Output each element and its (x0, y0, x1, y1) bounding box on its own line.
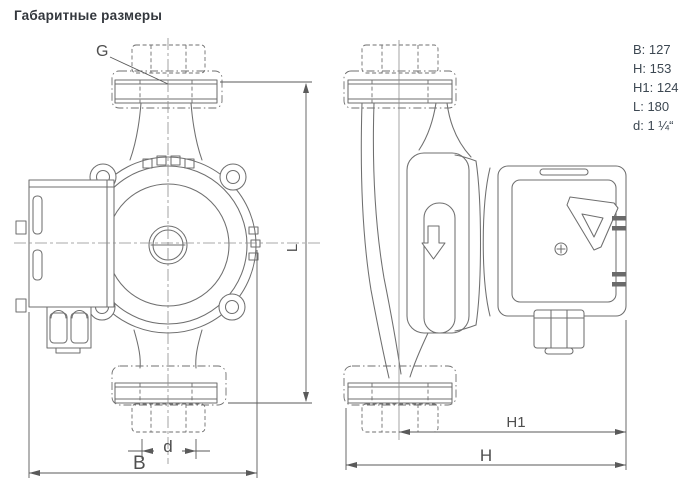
dimension-item-h1: H1: 124 (633, 80, 679, 95)
dimension-item-d: d: 1 ¼“ (633, 118, 674, 133)
dim-label-b: B (133, 453, 146, 474)
front-terminal-box (15, 179, 115, 354)
dimension-item-h: H: 153 (633, 61, 672, 76)
front-view: G L B (14, 38, 320, 478)
dimension-item-b: B: 127 (633, 42, 671, 57)
front-top-union (111, 44, 223, 109)
dimension-h: H (345, 408, 626, 470)
dimension-d: d (128, 437, 210, 459)
dimension-g: G (96, 43, 169, 85)
side-top-union (343, 44, 457, 109)
side-control-box (497, 165, 627, 317)
screw-icon (554, 242, 568, 256)
side-view: H1 H (343, 40, 627, 470)
front-bottom-union (111, 365, 227, 433)
dim-label-h1: H1 (506, 414, 525, 431)
side-terminal-box (533, 309, 585, 355)
flow-direction-arrow-icon (421, 225, 446, 260)
speed-selector-knob-icon (566, 196, 619, 251)
dimension-h1: H1 (399, 320, 627, 470)
dimension-b: B (28, 250, 258, 478)
side-motor-bell (454, 154, 491, 332)
dimension-l: L (220, 81, 312, 404)
dim-label-g: G (96, 43, 108, 60)
dimensions-list: B: 127 H: 153 H1: 124 L: 180 d: 1 ¼“ (633, 40, 679, 135)
housing-rib-marks (142, 155, 261, 261)
front-pipe-necks (129, 102, 203, 369)
section-title: Габаритные размеры (14, 8, 163, 23)
dimension-item-l: L: 180 (633, 99, 670, 114)
dim-label-d: d (163, 437, 172, 456)
dim-label-l: L (284, 244, 301, 252)
front-centerlines (14, 38, 320, 464)
vent-slots (612, 216, 626, 287)
dim-label-h: H (480, 446, 492, 465)
side-bottom-union (343, 365, 457, 433)
